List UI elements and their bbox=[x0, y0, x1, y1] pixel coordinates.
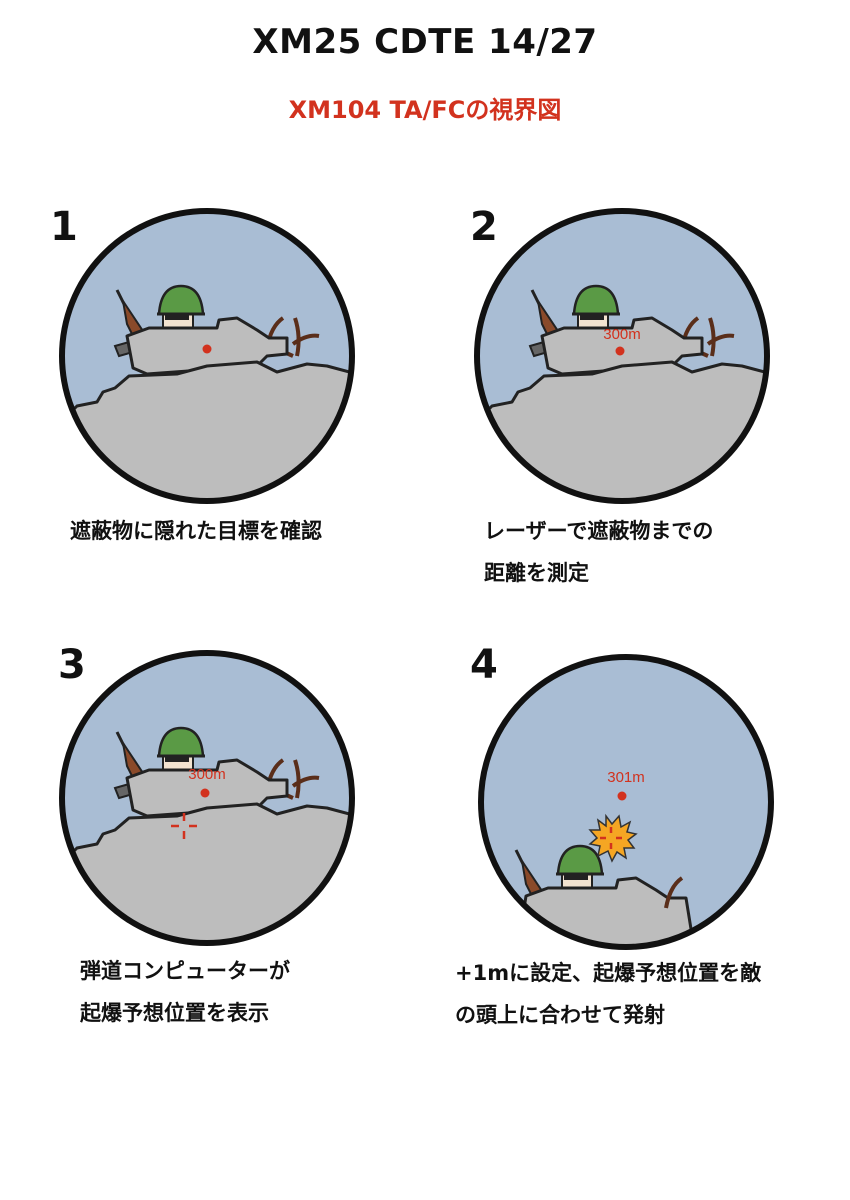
panel-1-caption: 遮蔽物に隠れた目標を確認 bbox=[70, 510, 322, 552]
caption-line: の頭上に合わせて発射 bbox=[455, 1003, 665, 1027]
scope-view-2: 300m bbox=[474, 208, 770, 504]
caption-line: 遮蔽物に隠れた目標を確認 bbox=[70, 519, 322, 543]
panel-3-caption: 弾道コンピューターが 起爆予想位置を表示 bbox=[80, 950, 290, 1034]
caption-line: 弾道コンピューターが bbox=[80, 959, 290, 983]
detonation-marker bbox=[600, 827, 622, 849]
reticle-dot bbox=[200, 788, 210, 798]
scope-view-4: 301m bbox=[478, 654, 774, 950]
scope-view-3: 300m bbox=[59, 650, 355, 946]
caption-line: 距離を測定 bbox=[484, 561, 589, 585]
caption-line: +1mに設定、起爆予想位置を敵 bbox=[455, 961, 762, 985]
page-title: XM25 CDTE 14/27 bbox=[252, 22, 598, 62]
caption-line: レーザーで遮蔽物までの bbox=[484, 519, 714, 543]
range-readout: 300m bbox=[188, 766, 226, 783]
caption-line: 起爆予想位置を表示 bbox=[80, 1001, 269, 1025]
panel-1-number: 1 bbox=[50, 204, 78, 250]
range-readout: 300m bbox=[603, 326, 641, 343]
reticle-dot bbox=[617, 791, 627, 801]
page-subtitle: XM104 TA/FCの視界図 bbox=[288, 96, 562, 124]
panel-2-caption: レーザーで遮蔽物までの 距離を測定 bbox=[484, 510, 713, 594]
range-readout: 301m bbox=[607, 769, 645, 786]
scope-view-1 bbox=[59, 208, 355, 504]
panel-4-number: 4 bbox=[470, 642, 498, 688]
panel-2-number: 2 bbox=[470, 204, 498, 250]
detonation-marker bbox=[171, 813, 197, 839]
burst-icon bbox=[588, 813, 638, 863]
reticle-dot bbox=[202, 344, 212, 354]
panel-4-caption: +1mに設定、起爆予想位置を敵 の頭上に合わせて発射 bbox=[455, 952, 761, 1036]
panel-3-number: 3 bbox=[58, 642, 86, 688]
reticle-dot bbox=[615, 346, 625, 356]
